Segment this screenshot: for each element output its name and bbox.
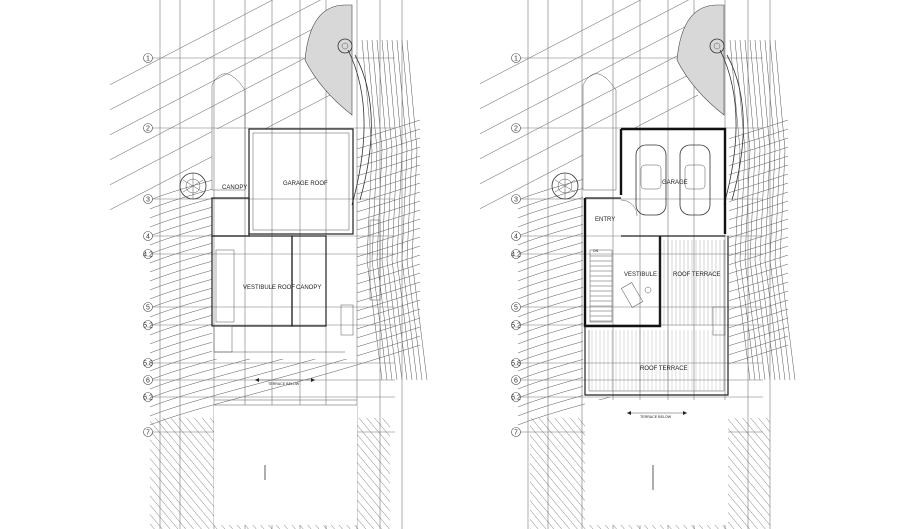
roof-terrace-bottom-label: ROOF TERRACE (640, 366, 688, 372)
terrace-below-label: TERRACE BELOW (640, 415, 672, 419)
lounge-chair (620, 282, 644, 308)
planter (304, 4, 353, 116)
grid-bubble-label: 5.2 (143, 322, 153, 329)
tree-icon (337, 38, 353, 54)
grid-bubble: 5.8 (511, 358, 521, 368)
car-icon (679, 144, 711, 216)
garage-roof-label: GARAGE ROOF (283, 181, 328, 187)
grid-bubble: 6.2 (511, 392, 521, 402)
grid-bubble: 3 (511, 194, 521, 204)
grid-bubble-label: 3 (514, 196, 518, 203)
paved-path (582, 73, 617, 191)
canopy-right (291, 235, 327, 327)
garage-level-plan: GARAGE ENTRY VESTIBULE ROOF TERRACE ROOF… (480, 0, 796, 529)
grid-bubble: 5 (143, 302, 153, 312)
grid-bubble-label: 5.8 (143, 360, 153, 367)
entry-label: ENTRY (595, 217, 615, 223)
grid-bubble: 2 (511, 123, 521, 133)
tree-icon (709, 38, 725, 54)
grid-bubble: 5.8 (143, 358, 153, 368)
terrace-edge (584, 236, 729, 396)
grid-bubble-label: 7 (514, 429, 518, 436)
garage-roof (248, 128, 354, 235)
grid-bubble: 6 (511, 375, 521, 385)
grid-bubble: 4 (143, 231, 153, 241)
grid-bubble-label: 6 (146, 377, 150, 384)
grid-bubble-label: 5.2 (511, 322, 521, 329)
car-icon (635, 144, 667, 216)
grid-bubble-label: 6 (514, 377, 518, 384)
grid-bubbles: 1 2 3 4 4.2 5 5.2 5.8 6 6.2 7 (511, 53, 521, 437)
grid-bubble: 2 (143, 123, 153, 133)
grid-bubble-label: 2 (514, 125, 518, 132)
planter (676, 4, 725, 116)
grid-bubble-label: 4 (514, 233, 518, 240)
canopy-right-label: CANOPY (296, 285, 321, 291)
grid-bubble-label: 1 (514, 55, 518, 62)
grid-bubble-label: 4 (146, 233, 150, 240)
stair-treads (590, 255, 612, 322)
grid-bubble-label: 5 (146, 304, 150, 311)
roof-plan: CANOPY GARAGE ROOF VESTIBULE ROOF CANOPY… (110, 0, 428, 529)
grid-bubble: 5.2 (143, 320, 153, 330)
grid-bubble-label: 5.8 (511, 360, 521, 367)
stair-tag: DN (593, 249, 599, 253)
grid-bubble-label: 7 (146, 429, 150, 436)
terrace-decking (591, 240, 721, 391)
grid-bubble: 4.2 (511, 249, 521, 259)
grid-bubble-label: 6.2 (511, 394, 521, 401)
grid-bubble-label: 4.2 (143, 251, 153, 258)
grid-bubble-label: 4.2 (511, 251, 521, 258)
grid-bubble: 4.2 (143, 249, 153, 259)
grid-bubble-label: 2 (146, 125, 150, 132)
terrace-below-note: TERRACE BELOW (627, 411, 687, 419)
grid-bubble: 5.2 (511, 320, 521, 330)
grid-bubble: 3 (143, 194, 153, 204)
canopy-top-label: CANOPY (222, 185, 247, 191)
paved-path (211, 73, 246, 191)
tree-icon (179, 172, 207, 200)
grid-bubble-label: 5 (514, 304, 518, 311)
planter-box (712, 306, 726, 336)
grid-bubble: 7 (511, 427, 521, 437)
grid-bubble-label: 1 (146, 55, 150, 62)
grid-bubble: 1 (511, 53, 521, 63)
grid-bubble-label: 6.2 (143, 394, 153, 401)
grid-bubble: 5 (511, 302, 521, 312)
grid-bubble: 7 (143, 427, 153, 437)
garage-label: GARAGE (662, 180, 688, 186)
grid-bubbles: 1 2 3 4 4.2 5 5.2 5.8 6 6.2 7 (143, 53, 153, 437)
site-contours (480, 0, 796, 426)
grid-bubble: 4 (511, 231, 521, 241)
terrace-below-label: TERRACE BELOW (268, 382, 300, 386)
grid-bubble: 1 (143, 53, 153, 63)
vestibule-label: VESTIBULE (624, 272, 657, 278)
grid-bubble: 6 (143, 375, 153, 385)
terrace-below-note: TERRACE BELOW (255, 378, 315, 386)
grid-bubble-label: 3 (146, 196, 150, 203)
roof-terrace-top-label: ROOF TERRACE (673, 272, 721, 278)
grid-bubble: 6.2 (143, 392, 153, 402)
vestibule-roof-label: VESTIBULE ROOF (243, 285, 295, 291)
tree-icon (551, 172, 579, 200)
